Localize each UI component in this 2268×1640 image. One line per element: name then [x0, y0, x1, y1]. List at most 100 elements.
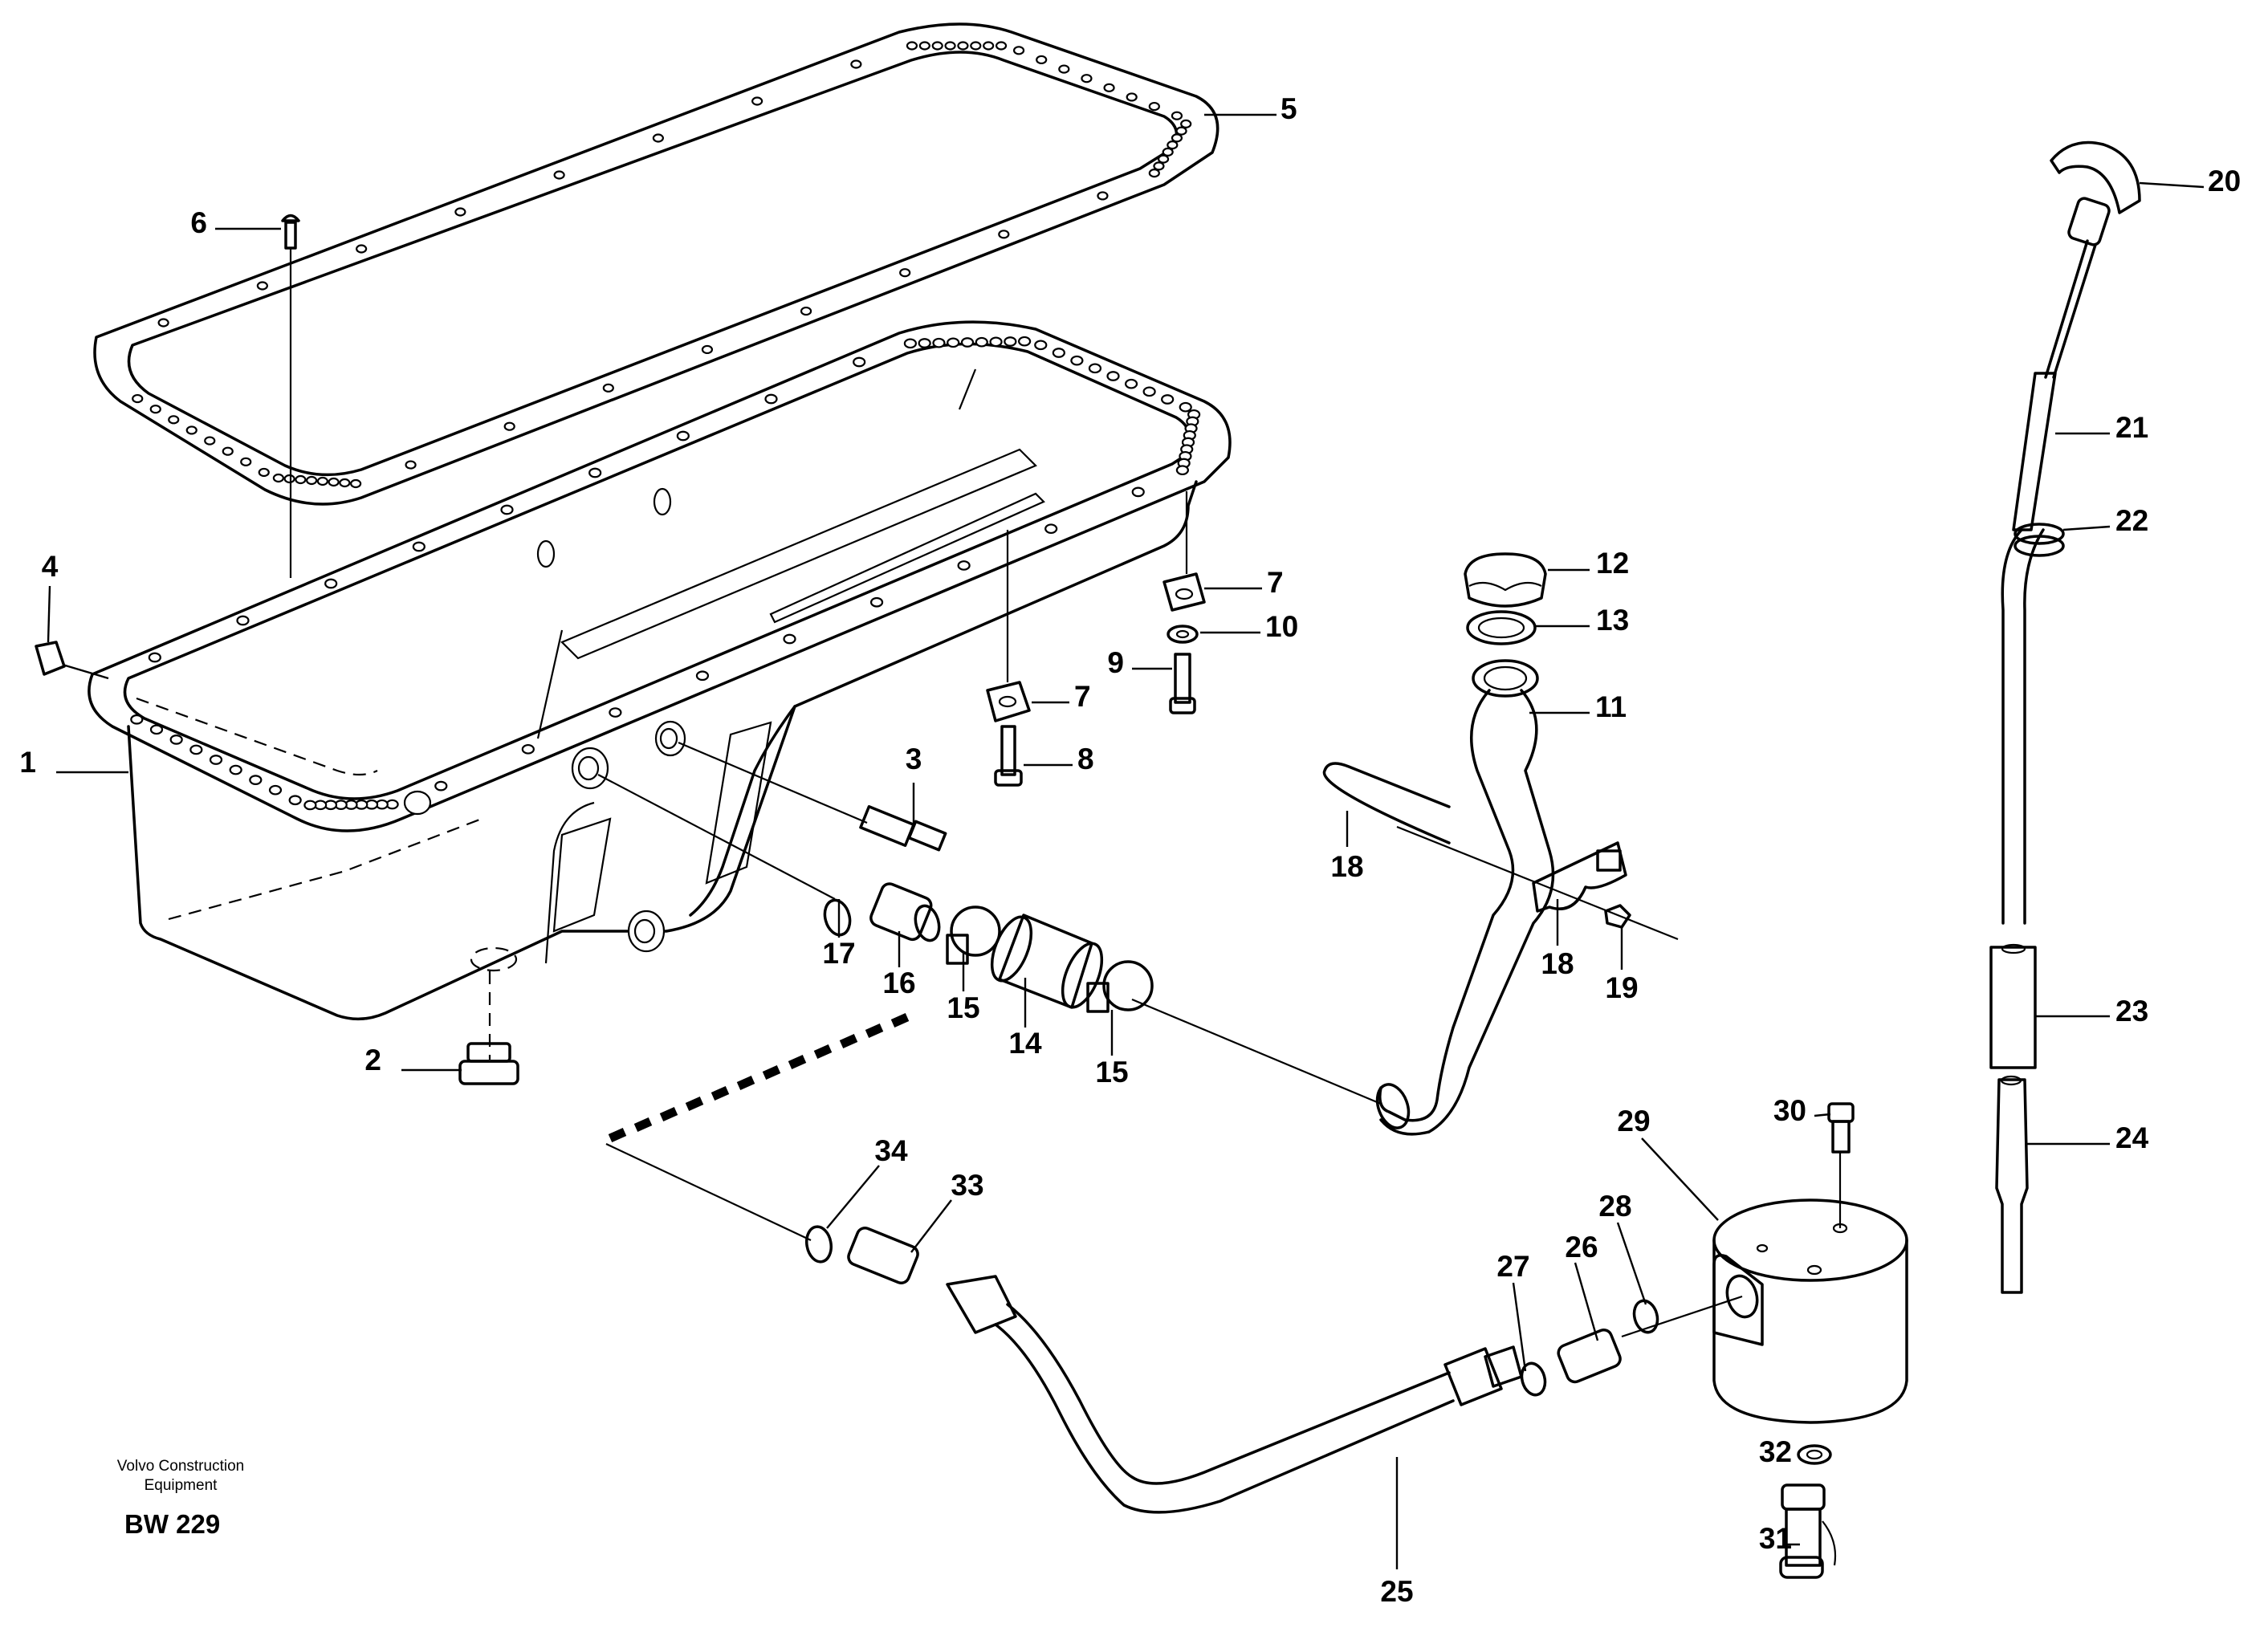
callout-21: 21: [2115, 411, 2148, 444]
hose-connection-line: [1131, 998, 1382, 1105]
callout-2: 2: [364, 1044, 381, 1076]
callout-33: 33: [951, 1169, 983, 1202]
pan-hole: [1044, 523, 1058, 535]
gasket-hole: [998, 230, 1010, 239]
drain-valve-31: [1779, 1483, 1837, 1579]
brand-line-2: Equipment: [145, 1477, 218, 1494]
callout-34: 34: [874, 1134, 908, 1167]
gasket-hole: [405, 460, 417, 470]
brand-line-1: Volvo Construction: [117, 1458, 244, 1475]
zigzag-segment: [890, 1012, 910, 1028]
leader-4: [47, 585, 51, 643]
pan-hole: [249, 775, 263, 785]
zigzag-segment: [788, 1054, 807, 1070]
zigzag-segment: [608, 1127, 627, 1143]
callout-22: 22: [2115, 504, 2148, 537]
gasket-hole: [1148, 169, 1160, 178]
retainer-7-upper: [1163, 491, 1206, 612]
pan-hole: [1018, 336, 1032, 347]
o-ring-27: [1520, 1361, 1547, 1397]
gasket-hole: [995, 41, 1008, 51]
gasket-hole: [701, 344, 714, 355]
callout-27: 27: [1496, 1250, 1529, 1283]
callout-32: 32: [1759, 1435, 1792, 1468]
callout-11: 11: [1595, 690, 1627, 723]
bracket-18: [1532, 841, 1627, 913]
callout-12: 12: [1596, 547, 1629, 580]
callout-16: 16: [882, 967, 915, 999]
bolt-9: [1169, 653, 1196, 714]
cap-12: [1464, 552, 1547, 608]
tube-24: [1995, 1075, 2029, 1294]
gasket-hole: [1036, 55, 1048, 65]
retainer-7-lower: [986, 530, 1031, 722]
gasket-hole: [1167, 140, 1179, 150]
pan-hole: [1004, 336, 1017, 347]
callout-18: 18: [1330, 850, 1363, 883]
callout-13: 13: [1596, 604, 1629, 637]
bolt-30: [1827, 1102, 1855, 1154]
gasket-hole: [1012, 46, 1025, 55]
zigzag-break: [608, 1012, 910, 1143]
pan-hole: [1088, 363, 1102, 374]
hose-14: [990, 914, 1104, 1009]
zigzag-segment: [659, 1106, 678, 1122]
callout-15: 15: [1095, 1056, 1128, 1089]
gasket-hole: [339, 478, 351, 488]
pan-hole: [1034, 340, 1048, 351]
gasket-hole: [356, 244, 368, 254]
pan-hole: [960, 337, 975, 348]
callout-14: 14: [1008, 1027, 1042, 1060]
zigzag-segment: [813, 1044, 833, 1060]
gasket-hole: [295, 474, 307, 485]
oil-pan-gasket: [93, 22, 1220, 506]
gasket-hole: [983, 41, 995, 51]
callout-25: 25: [1380, 1575, 1413, 1608]
callout-leaders: [47, 113, 2205, 1569]
gasket-hole: [1126, 92, 1138, 102]
washer-32: [1797, 1444, 1832, 1465]
gasket-hole: [957, 41, 969, 51]
gasket-hole: [316, 476, 328, 486]
pan-hole: [1052, 348, 1065, 358]
gasket-hole: [1162, 147, 1174, 157]
pan-hole: [1179, 401, 1192, 413]
pan-hole: [130, 714, 144, 725]
gasket-hole: [970, 41, 982, 51]
leader-30: [1814, 1113, 1831, 1117]
zigzag-segment: [685, 1096, 704, 1112]
gasket-hole: [751, 96, 763, 106]
callout-18: 18: [1541, 947, 1574, 980]
callout-23: 23: [2115, 995, 2148, 1028]
gasket-hole: [157, 318, 169, 328]
callout-labels: 1234567789101112131415151617181819202122…: [19, 92, 2241, 1608]
callout-31: 31: [1759, 1522, 1792, 1555]
pan-hole: [903, 338, 917, 349]
callout-9: 9: [1107, 646, 1124, 679]
gasket-hole: [272, 473, 284, 483]
pan-hole: [229, 764, 242, 775]
pan-hole: [869, 596, 884, 608]
oil-line-25: [605, 1143, 1523, 1514]
leader-29: [1641, 1137, 1719, 1221]
gasket-hole: [899, 268, 911, 278]
callout-15: 15: [947, 991, 979, 1024]
gasket-hole: [149, 405, 161, 414]
pan-hole: [1124, 378, 1138, 389]
gasket-hole: [1148, 101, 1160, 112]
pan-hole: [932, 337, 946, 348]
pan-hole: [676, 430, 690, 442]
callout-28: 28: [1598, 1190, 1631, 1223]
washer-10: [1167, 625, 1199, 644]
gasket-hole: [1171, 111, 1183, 120]
gasket-hole: [553, 170, 565, 180]
pan-hole: [695, 670, 710, 682]
pan-hole: [303, 800, 317, 811]
pan-hole: [236, 615, 250, 626]
zigzag-segment: [736, 1075, 755, 1091]
callout-8: 8: [1077, 743, 1094, 775]
pan-hole: [149, 724, 164, 735]
pan-hole: [1175, 465, 1189, 476]
callout-4: 4: [42, 550, 59, 583]
